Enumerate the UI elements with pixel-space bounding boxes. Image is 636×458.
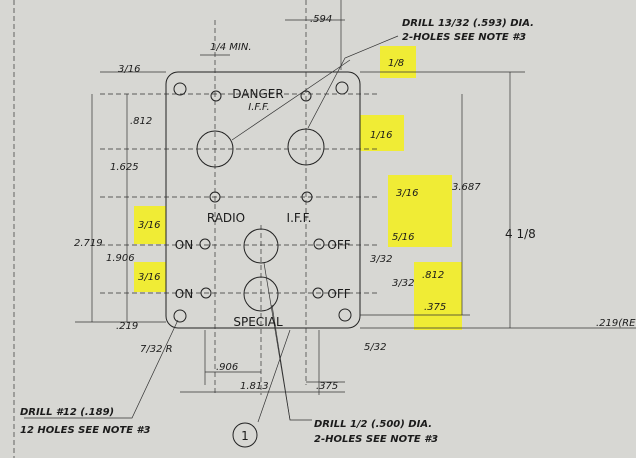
dim-right-375: .375: [424, 302, 446, 313]
leader-drill-12: [24, 319, 179, 419]
highlight-1-16: [360, 115, 404, 151]
leader-drill-small: [307, 35, 399, 129]
label-on-bottom: ON: [175, 287, 193, 301]
dim-bottom-375: .375: [316, 381, 338, 392]
highlight-3-16-5-16: [388, 175, 452, 247]
label-danger: DANGER: [232, 87, 283, 101]
mount-hole-top-left: [173, 82, 187, 96]
label-radio: RADIO: [207, 211, 245, 225]
note-drill-small-line1: DRILL 13/32 (.593) DIA.: [402, 18, 534, 29]
highlight-812-375: [414, 262, 462, 330]
label-off-bottom: OFF: [327, 287, 350, 301]
leader-drill-half: [263, 262, 291, 421]
label-iff-mid: I.F.F.: [287, 211, 312, 225]
dim-right-3687: 3.687: [452, 182, 481, 193]
callout-1-number: 1: [241, 429, 249, 443]
note-drill-half-line2: 2-HOLES SEE NOTE #3: [314, 434, 438, 445]
leader-drill-small: [231, 59, 351, 141]
dim-radius-7-32: 7/32 R: [140, 344, 173, 355]
dim-left-1625: 1.625: [110, 162, 139, 173]
dim-right-812: .812: [422, 270, 444, 281]
dim-right-1-8: 1/8: [388, 58, 404, 69]
dim-right-219-re: .219(RE: [596, 318, 636, 329]
small-hole: [199, 238, 211, 250]
dim-bottom-906: .906: [216, 362, 238, 373]
highlight-left-3-16-a: [134, 206, 166, 244]
dim-min-quarter: 1/4 MIN.: [210, 42, 252, 53]
label-special: SPECIAL: [233, 315, 283, 329]
dim-overall-4-1-8: 4 1/8: [505, 227, 536, 241]
leader-callout-1: [257, 329, 291, 423]
dim-right-1-16: 1/16: [370, 130, 392, 141]
note-drill-half-line1: DRILL 1/2 (.500) DIA.: [314, 419, 432, 430]
mount-hole-bottom-right: [338, 308, 352, 322]
label-iff-top: I.F.F.: [248, 102, 269, 113]
dim-left-219: .219: [116, 321, 138, 332]
dim-top-594: .594: [310, 14, 332, 25]
dim-right-3-32-a: 3/32: [370, 254, 392, 265]
dim-left-3-16-top: 3/16: [118, 64, 140, 75]
dim-left-1906: 1.906: [106, 253, 135, 264]
panel-outline: [165, 71, 361, 329]
dim-left-2719: 2.719: [74, 238, 103, 249]
small-hole: [210, 90, 222, 102]
dim-right-5-32: 5/32: [364, 342, 386, 353]
dim-left-812: .812: [130, 116, 152, 127]
dim-left-3-16-b: 3/16: [138, 272, 160, 283]
dim-right-5-16: 5/16: [392, 232, 414, 243]
highlight-1-8: [380, 46, 416, 78]
highlight-left-3-16-b: [134, 262, 166, 292]
note-drill-12-line2: 12 HOLES SEE NOTE #3: [20, 425, 150, 436]
small-hole: [313, 238, 325, 250]
callout-1-circle: [232, 422, 258, 448]
dim-right-3-32-b: 3/32: [392, 278, 414, 289]
dim-right-3-16: 3/16: [396, 188, 418, 199]
dim-left-3-16-a: 3/16: [138, 220, 160, 231]
label-off-top: OFF: [327, 238, 350, 252]
note-drill-small-line2: 2-HOLES SEE NOTE #3: [402, 32, 526, 43]
label-on-top: ON: [175, 238, 193, 252]
note-drill-12-line1: DRILL #12 (.189): [20, 407, 114, 418]
dim-bottom-1813: 1.813: [240, 381, 269, 392]
mount-hole-bottom-left: [173, 309, 187, 323]
